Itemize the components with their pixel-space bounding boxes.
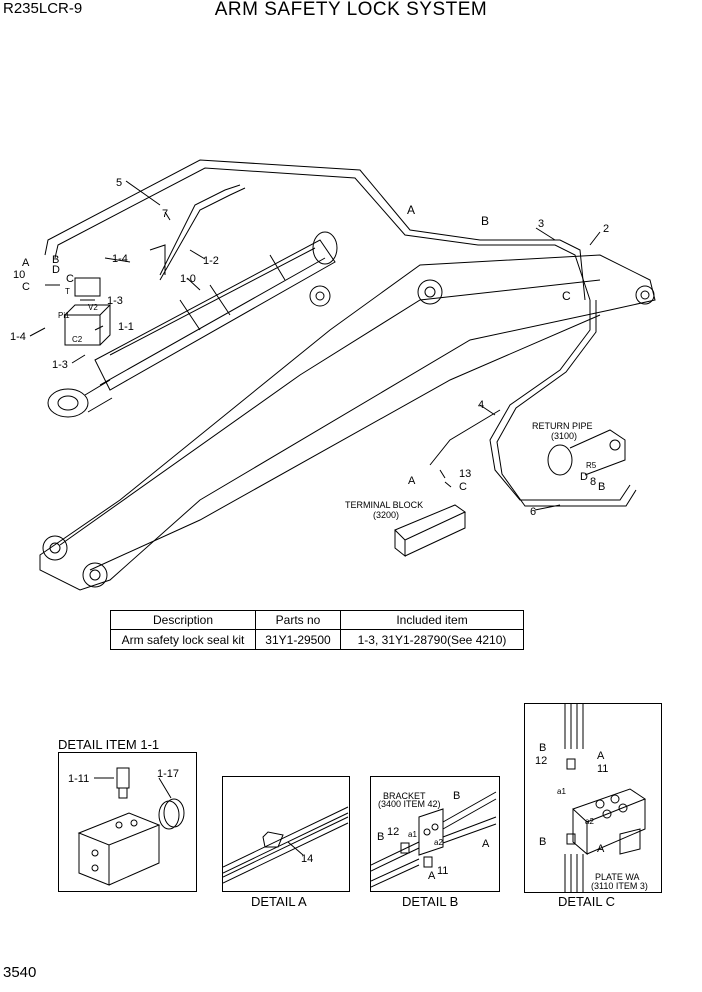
table-header-row: Description Parts no Included item xyxy=(110,610,524,630)
callout-1-3-lower: 1-3 xyxy=(52,359,68,371)
detail-c-callout-11: 11 xyxy=(597,763,608,775)
callout-r5: R5 xyxy=(586,461,597,470)
cylinder-body xyxy=(94,239,336,391)
page-number: 3540 xyxy=(3,964,37,981)
detail-b-callout-a1: a1 xyxy=(408,830,417,839)
callout-6: 6 xyxy=(530,506,536,518)
return-pipe-ref: (3100) xyxy=(551,431,577,441)
port-c2: C2 xyxy=(72,335,83,344)
detail-c-panel: B A 12 11 a1 a2 B A PLATE WA (3110 ITEM … xyxy=(524,703,662,893)
parts-table: Description Parts no Included item Arm s… xyxy=(110,610,524,650)
callout-c-terminal: C xyxy=(459,481,467,493)
terminal-block-ref: (3200) xyxy=(373,510,399,520)
plate-wa-label: PLATE WA xyxy=(595,872,640,882)
detail-b-callout-b: B xyxy=(377,831,384,843)
detail-a-panel: 14 xyxy=(222,776,350,892)
pipe-4 xyxy=(489,300,631,501)
callout-5: 5 xyxy=(116,177,122,189)
terminal-block xyxy=(394,504,466,558)
detail-c-callout-a-bottom: A xyxy=(597,843,605,855)
callout-1-4: 1-4 xyxy=(112,253,128,265)
header-included-item: Included item xyxy=(340,610,524,630)
pipe-5 xyxy=(44,159,586,301)
callout-1-2: 1-2 xyxy=(203,255,219,267)
callout-1-1: 1-1 xyxy=(118,321,134,333)
return-pipe-label: RETURN PIPE xyxy=(532,421,593,431)
callout-14: 14 xyxy=(301,853,313,865)
cell-included-item: 1-3, 31Y1-28790(See 4210) xyxy=(340,629,524,650)
detail-b-callout-a: A xyxy=(428,870,436,882)
detail-c-callout-b-bottom: B xyxy=(539,836,546,848)
cell-description: Arm safety lock seal kit xyxy=(110,629,256,650)
pipe-6 xyxy=(496,300,637,507)
callout-detail-a: A xyxy=(407,203,415,217)
detail-c-label: DETAIL C xyxy=(558,894,616,909)
detail-c-callout-12: 12 xyxy=(535,755,547,767)
terminal-block-label: TERMINAL BLOCK xyxy=(345,500,423,510)
callout-3: 3 xyxy=(538,218,544,230)
port-pi1: Pi1 xyxy=(58,311,70,320)
table-row: Arm safety lock seal kit 31Y1-29500 1-3,… xyxy=(110,629,524,650)
detail-b-callout-11: 11 xyxy=(437,865,448,877)
arm-body-inner xyxy=(59,279,601,546)
detail-b-callout-b-top: B xyxy=(453,790,460,802)
cell-parts-no: 31Y1-29500 xyxy=(255,629,341,650)
detail-b-bracket-ref: (3400 ITEM 42) xyxy=(378,799,441,809)
callout-d-return: D xyxy=(580,471,588,483)
detail-b-callout-a2: a2 xyxy=(434,838,443,847)
callout-2: 2 xyxy=(603,223,609,235)
main-exploded-diagram: 5 7 1-4 1-2 1-0 1-3 1-1 A 10 C B D C V2 … xyxy=(10,159,656,591)
callout-b-return: B xyxy=(598,481,605,493)
callout-4: 4 xyxy=(478,399,484,411)
callout-1-4-lower: 1-4 xyxy=(10,331,26,343)
port-t: T xyxy=(65,287,70,296)
arm-body-lower xyxy=(89,314,601,571)
callout-detail-c: C xyxy=(562,289,571,303)
callout-c2: C xyxy=(66,273,74,285)
detail-a-label: DETAIL A xyxy=(251,894,307,909)
callout-c: C xyxy=(22,281,30,293)
callout-10: 10 xyxy=(13,269,25,281)
port-v2: V2 xyxy=(88,303,98,312)
callout-detail-b: B xyxy=(481,214,489,228)
callout-1-0: 1-0 xyxy=(180,273,196,285)
hose-1-2 xyxy=(149,244,166,275)
detail-c-callout-a2: a2 xyxy=(585,817,594,826)
callout-d: D xyxy=(52,264,60,276)
detail-item-1-1-title: DETAIL ITEM 1-1 xyxy=(58,737,160,752)
detail-b-label: DETAIL B xyxy=(402,894,459,909)
detail-b-panel: BRACKET (3400 ITEM 42) B 12 B a1 a2 A A … xyxy=(370,776,500,892)
pipe-2 xyxy=(54,167,591,301)
callout-1-3: 1-3 xyxy=(107,295,123,307)
detail-c-callout-a-top: A xyxy=(597,750,605,762)
callout-13: 13 xyxy=(459,468,471,480)
pipe-7 xyxy=(159,187,246,281)
plate-wa-ref: (3110 ITEM 3) xyxy=(591,881,648,891)
callout-1-17: 1-17 xyxy=(157,768,179,780)
detail-b-callout-a-right: A xyxy=(482,838,490,850)
callout-8: 8 xyxy=(590,476,596,488)
header-description: Description xyxy=(110,610,256,630)
detail-b-callout-12: 12 xyxy=(387,826,399,838)
callout-7: 7 xyxy=(162,208,168,220)
detail-c-callout-b-top: B xyxy=(539,742,546,754)
page-title: ARM SAFETY LOCK SYSTEM xyxy=(214,0,488,20)
callout-b: B xyxy=(52,254,59,266)
header-parts-no: Parts no xyxy=(255,610,341,630)
detail-c-callout-a1: a1 xyxy=(557,787,566,796)
detail-b-bracket-label: BRACKET xyxy=(383,791,426,801)
detail-item-1-1-panel: 1-11 1-17 xyxy=(58,752,197,892)
callout-a-terminal: A xyxy=(408,475,416,487)
arm-body xyxy=(39,254,656,591)
callout-a: A xyxy=(22,257,30,269)
callout-1-11: 1-11 xyxy=(68,773,89,785)
model-code: R235LCR-9 xyxy=(3,0,83,17)
